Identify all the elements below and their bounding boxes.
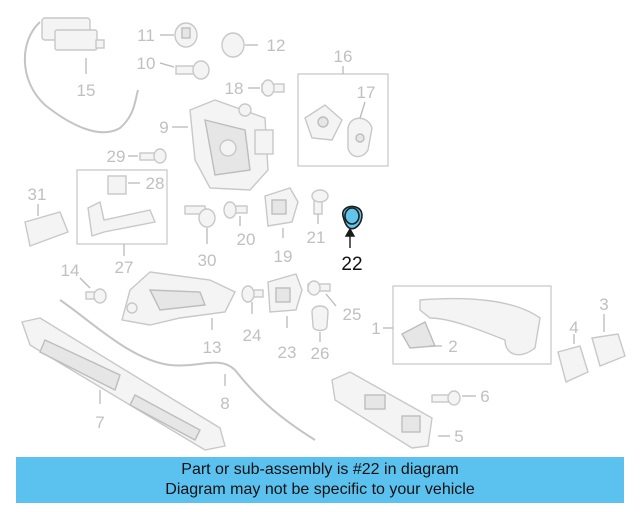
callout-31: 31 — [28, 185, 47, 204]
part-5-frame: 5 — [331, 371, 464, 449]
callout-29: 29 — [107, 147, 126, 166]
callout-18: 18 — [225, 79, 244, 98]
part-31-switch: 31 — [24, 185, 69, 247]
part-7-panel: 7 — [21, 317, 226, 451]
part-18-bolt: 18 — [225, 79, 285, 98]
banner-line-2: Diagram may not be specific to your vehi… — [165, 481, 475, 498]
part-1-handle-box: 1 2 — [371, 285, 552, 365]
part-19-striker: 19 — [264, 187, 299, 266]
callout-24: 24 — [243, 326, 262, 345]
callout-27: 27 — [115, 258, 134, 277]
callout-8: 8 — [220, 394, 229, 413]
callout-28: 28 — [146, 174, 165, 193]
part-30-bolt: 30 — [184, 205, 217, 270]
part-26-cap: 26 — [311, 305, 330, 363]
callout-1: 1 — [371, 319, 380, 338]
part-6-bolt: 6 — [431, 387, 490, 406]
part-15-cable: 15 — [23, 17, 139, 134]
part-8-cable: 8 — [59, 299, 316, 441]
part-13-bracket: 13 — [121, 271, 236, 357]
callout-26: 26 — [311, 344, 330, 363]
callout-16: 16 — [334, 47, 353, 66]
callout-25: 25 — [343, 305, 362, 324]
callout-4: 4 — [569, 318, 578, 337]
callout-22: 22 — [341, 254, 362, 275]
callout-20: 20 — [237, 230, 256, 249]
callout-2: 2 — [448, 337, 457, 356]
parts-diagram: 15 11 12 10 18 9 — [21, 17, 626, 451]
callout-12: 12 — [267, 36, 286, 55]
callout-10: 10 — [137, 54, 156, 73]
part-27-box: 28 27 — [76, 169, 168, 277]
callout-9: 9 — [159, 118, 168, 137]
callout-21: 21 — [307, 228, 326, 247]
part-21-bolt: 21 — [307, 189, 329, 247]
callout-30: 30 — [198, 251, 217, 270]
part-24-bolt: 24 — [241, 285, 264, 345]
callout-15: 15 — [77, 81, 96, 100]
callout-5: 5 — [454, 427, 463, 446]
part-16-box: 16 17 — [297, 47, 389, 167]
callout-23: 23 — [278, 343, 297, 362]
callout-19: 19 — [274, 247, 293, 266]
part-20-bolt: 20 — [223, 201, 256, 249]
callout-7: 7 — [95, 413, 104, 432]
part-9-latch: 9 — [159, 99, 274, 191]
callout-3: 3 — [599, 295, 608, 314]
callout-14: 14 — [61, 261, 80, 280]
info-banner: Part or sub-assembly is #22 in diagram D… — [16, 457, 624, 503]
callout-17: 17 — [357, 83, 376, 102]
part-22-highlighted: 22 — [341, 205, 363, 275]
part-10-bolt: 10 — [137, 54, 210, 80]
part-14-bolt: 14 — [61, 261, 107, 304]
callout-11: 11 — [137, 26, 155, 45]
part-3-cap: 3 — [591, 295, 626, 367]
part-4-gasket: 4 — [557, 318, 589, 383]
banner-line-1: Part or sub-assembly is #22 in diagram — [181, 461, 459, 478]
part-29-bolt: 29 — [107, 147, 167, 166]
callout-6: 6 — [480, 387, 489, 406]
part-23-striker: 23 — [267, 273, 303, 362]
part-11-grommet: 11 — [137, 22, 198, 48]
part-25-bolt: 25 — [307, 280, 362, 324]
callout-13: 13 — [203, 338, 222, 357]
part-12-cap: 12 — [221, 32, 286, 58]
